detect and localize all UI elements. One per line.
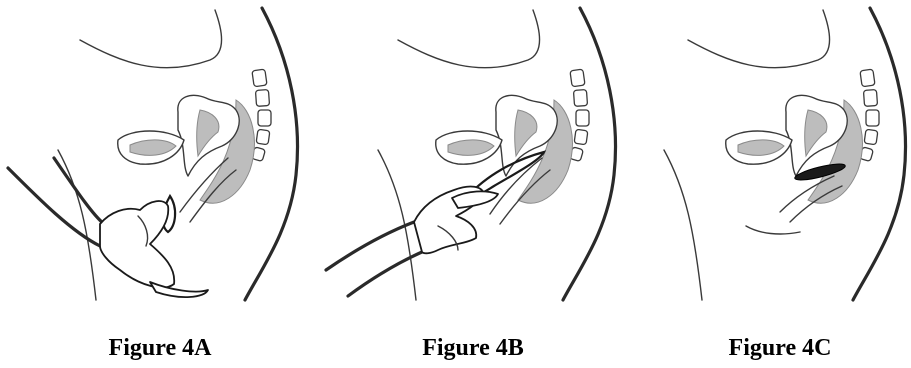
figure-4c: Figure 4C xyxy=(620,0,911,368)
figure-4b-illustration xyxy=(318,0,618,320)
abdomen-contour xyxy=(398,10,539,68)
figure-4a-illustration xyxy=(0,0,300,320)
perineum xyxy=(746,226,800,234)
abdomen-contour xyxy=(80,10,221,68)
figure-4b: Figure 4B xyxy=(318,0,618,368)
hand xyxy=(100,201,174,287)
figure-4a: Figure 4A xyxy=(0,0,300,368)
abdomen-contour xyxy=(688,10,829,68)
thumb xyxy=(150,282,208,297)
front-contour xyxy=(664,150,702,300)
figure-4c-illustration xyxy=(620,0,911,320)
figure-4a-caption: Figure 4A xyxy=(60,336,260,360)
figure-4c-caption: Figure 4C xyxy=(680,336,880,360)
figure-4b-caption: Figure 4B xyxy=(373,336,573,360)
